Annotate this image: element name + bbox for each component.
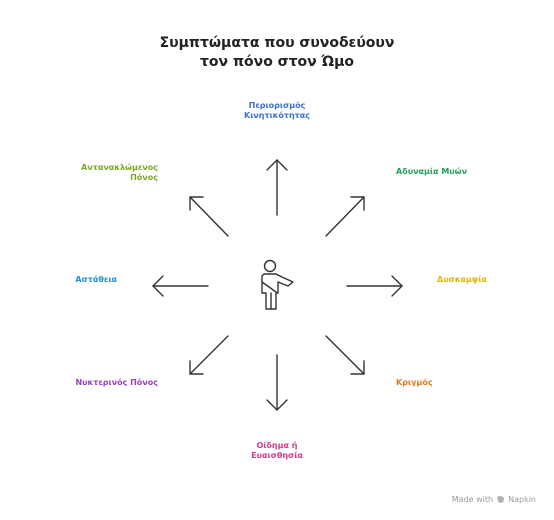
label-swelling-tenderness-line2: Ευαισθησία — [251, 451, 303, 460]
label-swelling-tenderness: Οίδημα ή Ευαισθησία — [251, 441, 303, 461]
diagram-title-line2: τον πόνο στον Ώμο — [200, 54, 354, 70]
watermark-brand: Napkin — [508, 495, 536, 504]
label-referred-pain-line1: Αντανακλώμενος — [81, 163, 158, 172]
label-referred-pain: Αντανακλώμενος Πόνος — [81, 163, 158, 183]
diagram-title-line1: Συμπτώματα που συνοδεύουν — [159, 35, 395, 51]
arrow-down-right — [325, 335, 365, 375]
label-crepitus-line1: Κριγμός — [396, 378, 433, 387]
label-mobility-restriction-line1: Περιορισμός — [248, 101, 306, 110]
label-instability-line1: Αστάθεια — [75, 275, 117, 284]
label-night-pain-line1: Νυκτερινός Πόνος — [75, 378, 158, 387]
label-stiffness: Δυσκαμψία — [437, 275, 487, 285]
napkin-logo-icon — [497, 495, 505, 504]
label-mobility-restriction-line2: Κινητικότητας — [243, 111, 311, 120]
label-swelling-tenderness-line1: Οίδημα ή — [256, 441, 298, 450]
label-instability: Αστάθεια — [75, 275, 117, 285]
arrow-left — [152, 275, 209, 297]
label-mobility-restriction: Περιορισμός Κινητικότητας — [244, 101, 310, 121]
made-with-napkin-watermark: Made with Napkin — [452, 495, 536, 504]
arrow-down-left — [189, 335, 229, 375]
person-with-arm-sling-icon — [261, 259, 294, 310]
watermark-text: Made with — [451, 495, 494, 504]
diagram-title: Συμπτώματα που συνοδεύουν τον πόνο στον … — [0, 34, 554, 72]
label-crepitus: Κριγμός — [396, 378, 433, 388]
label-referred-pain-line2: Πόνος — [130, 173, 158, 182]
arrow-up-right — [325, 196, 365, 237]
label-muscle-weakness: Αδυναμία Μυών — [396, 167, 467, 177]
label-muscle-weakness-line1: Αδυναμία Μυών — [396, 167, 468, 176]
label-night-pain: Νυκτερινός Πόνος — [75, 378, 158, 388]
arrow-down — [266, 354, 288, 411]
label-stiffness-line1: Δυσκαμψία — [437, 275, 487, 284]
arrow-up — [266, 159, 288, 216]
arrow-right — [346, 275, 403, 297]
arrow-up-left — [189, 196, 229, 237]
